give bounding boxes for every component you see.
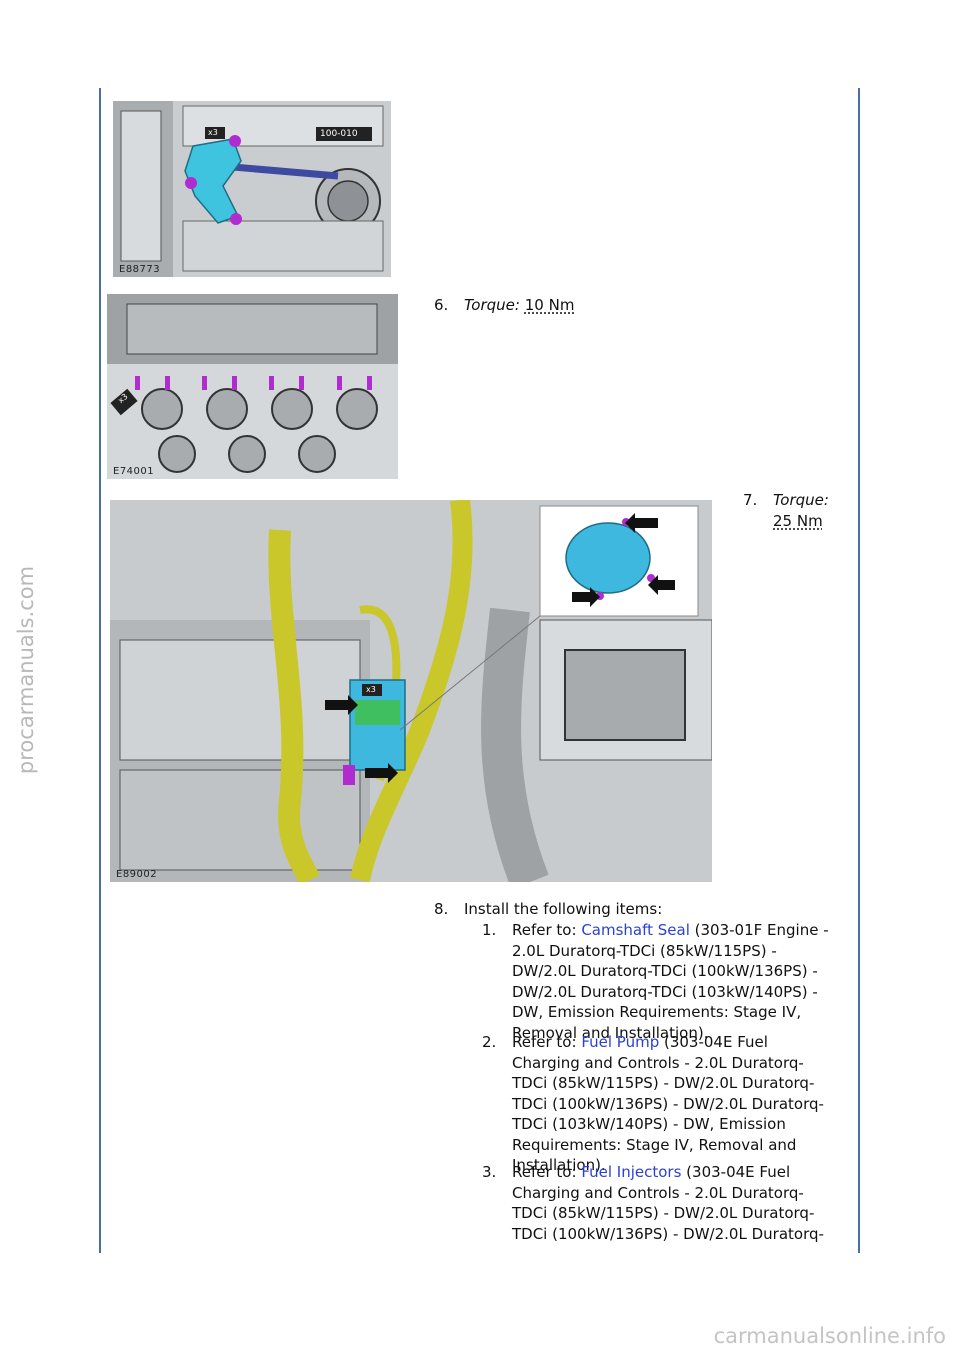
step-number: 8. [434, 900, 449, 918]
callout-x3: x3 [366, 685, 376, 694]
fuel-pump-link[interactable]: Fuel Pump [581, 1033, 660, 1051]
bottom-watermark: carmanualsonline.info [713, 1324, 946, 1348]
step-6: 6. Torque: 10 Nm [434, 295, 734, 317]
engine-illustration-3 [110, 500, 712, 882]
list-item: 2. Refer to: Fuel Pump (303-04E Fuel Cha… [482, 1033, 824, 1174]
left-margin-rule [99, 88, 101, 1253]
torque-label: Torque: [773, 491, 829, 509]
fuel-injectors-link[interactable]: Fuel Injectors [581, 1163, 682, 1181]
engine-illustration-2 [107, 294, 398, 479]
engine-illustration-1 [113, 101, 391, 277]
figure-code: E74001 [113, 466, 155, 477]
right-margin-rule [858, 88, 860, 1253]
torque-label: Torque: [464, 296, 520, 314]
list-item-number: 2. [482, 1033, 497, 1051]
callout-x3: x3 [208, 128, 218, 137]
step-number: 6. [434, 296, 449, 314]
list-item: 3. Refer to: Fuel Injectors (303-04E Fue… [482, 1163, 824, 1243]
torque-value: 25 Nm [773, 512, 823, 530]
step-8: 8. Install the following items: [434, 899, 854, 921]
figure-code: E88773 [119, 264, 161, 275]
figure-code: E89002 [116, 869, 158, 880]
camshaft-seal-link[interactable]: Camshaft Seal [581, 921, 690, 939]
torque-value: 10 Nm [524, 296, 575, 314]
step-number: 7. [743, 491, 758, 509]
list-item-number: 3. [482, 1163, 497, 1181]
list-item: 1. Refer to: Camshaft Seal (303-01F Engi… [482, 921, 829, 1042]
step-7: 7. Torque: 25 Nm [743, 490, 853, 534]
side-watermark: procarmanuals.com [6, 560, 46, 780]
list-item-number: 1. [482, 921, 497, 939]
figure-cylinder-head: x3 E74001 [107, 294, 398, 479]
figure-vacuum-pump: x3 E89002 [110, 500, 712, 882]
step-text: Install the following items: [464, 900, 663, 918]
figure-camshaft-tool: x3 100-010 E88773 [113, 101, 391, 277]
callout-tool-number: 100-010 [320, 129, 358, 139]
side-watermark-text: procarmanuals.com [14, 565, 38, 775]
